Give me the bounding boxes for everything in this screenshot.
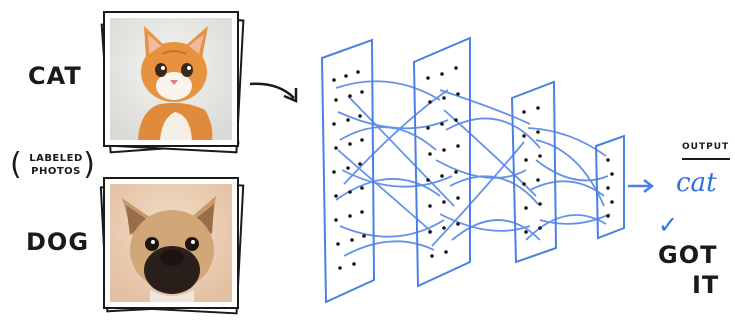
right-paren: ) (83, 147, 96, 182)
dog-photo (110, 184, 232, 302)
output-underline (682, 158, 730, 160)
network-nodes (332, 66, 614, 270)
cat-photo (110, 18, 232, 140)
labeled-photos-note: ( LABELED PHOTOS ) (8, 148, 100, 184)
got-it-line-2: IT (692, 271, 720, 299)
left-paren: ( (10, 147, 23, 182)
layer-plane-1 (320, 38, 376, 304)
dog-label: DOG (26, 228, 90, 256)
got-it-line-1: GOT (658, 241, 718, 269)
labeled-line-2: PHOTOS (31, 166, 81, 177)
got-it-text: ✓ GOT IT (658, 210, 735, 300)
checkmark-icon: ✓ (658, 211, 680, 239)
cat-photo-stack (100, 11, 245, 154)
output-value: cat (676, 168, 717, 198)
output-heading: OUTPUT (682, 142, 730, 152)
output-arrow (628, 179, 655, 193)
layer-plane-2 (412, 36, 471, 288)
network-connections (335, 80, 611, 257)
dog-photo-stack (99, 177, 245, 315)
cat-label: CAT (28, 62, 82, 90)
labeled-line-1: LABELED (29, 153, 83, 164)
layer-plane-4 (594, 134, 625, 240)
input-arrow (249, 82, 298, 103)
layer-plane-3 (510, 80, 558, 264)
